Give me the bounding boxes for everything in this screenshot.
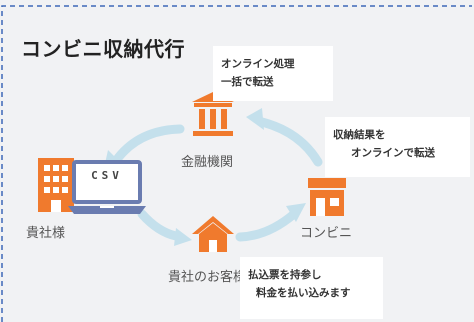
store-icon [308, 178, 346, 216]
arrow-bank-to-company [113, 124, 185, 163]
note-result-transfer: 収納結果を オンラインで転送 [325, 117, 470, 177]
house-icon [192, 216, 234, 252]
page-title: コンビニ収納代行 [21, 37, 185, 61]
arrow-company-to-customer [137, 209, 181, 241]
laptop-icon [68, 160, 146, 214]
company-label: 貴社様 [26, 226, 66, 241]
note-right-line-1: 収納結果を [333, 129, 386, 141]
csv-label: CSV [91, 169, 123, 182]
note-online-processing: オンライン処理 一括で転送 [213, 46, 333, 101]
note-top-line-2: 一括で転送 [221, 76, 274, 88]
arrowhead-customer [174, 228, 192, 246]
arrow-customer-to-store [235, 209, 299, 242]
note-payment: 払込票を持参し 料金を払い込みます [240, 257, 383, 319]
customer-label: 貴社のお客様 [168, 270, 247, 285]
note-bottom-line-1: 払込票を持参し [248, 269, 322, 281]
arrow-store-to-bank [257, 117, 323, 167]
company-building-icon [38, 158, 74, 212]
arrowhead-bank [246, 108, 264, 130]
note-top-line-1: オンライン処理 [221, 58, 295, 70]
store-label: コンビニ [300, 226, 353, 241]
note-right-line-2: オンラインで転送 [351, 147, 435, 159]
arrowhead-store [286, 203, 306, 222]
bank-label: 金融機関 [181, 155, 234, 170]
note-bottom-line-2: 料金を払い込みます [256, 287, 351, 299]
